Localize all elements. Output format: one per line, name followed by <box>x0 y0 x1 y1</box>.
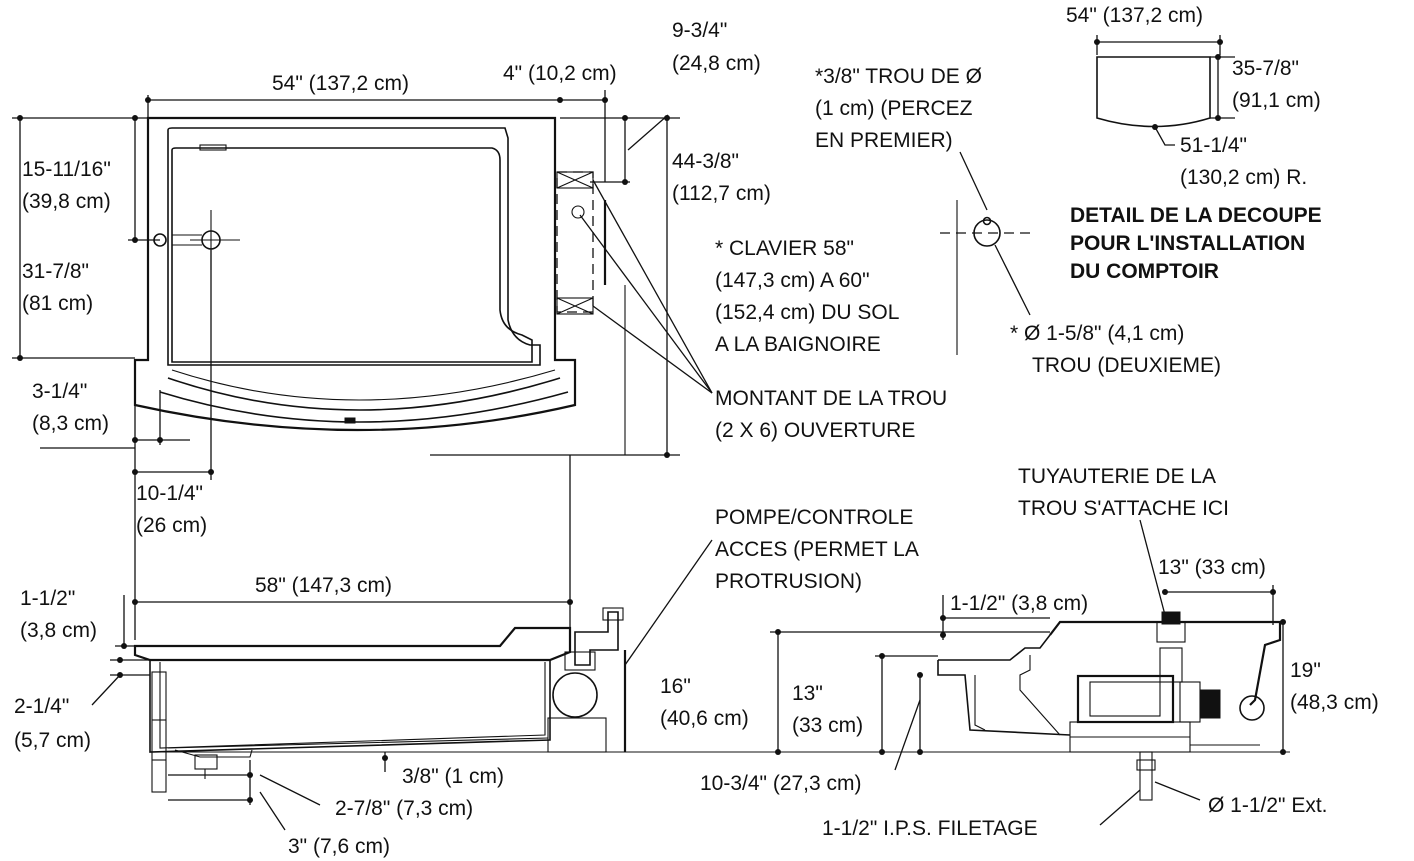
keypad-line4: A LA BAIGNOIRE <box>715 333 881 356</box>
pump-pipe <box>574 611 619 666</box>
tub-front-curve-1 <box>167 377 561 411</box>
keypad-line2: (147,3 cm) A 60" <box>715 269 870 292</box>
hole2-leader <box>994 244 1031 316</box>
h13-cm: (33 cm) <box>792 714 863 737</box>
pump-port <box>571 205 585 219</box>
cutout-radius-cm: (130,2 cm) R. <box>1180 166 1307 189</box>
plan-view <box>133 116 626 455</box>
side-pump-motor <box>1076 674 1175 724</box>
stud-depth-in: 9-3/4" <box>672 19 727 42</box>
stud-leader-1 <box>592 179 713 394</box>
stud-x-bot-2 <box>556 297 594 315</box>
detail-title-3: DU COMPTOIR <box>1070 260 1219 283</box>
drain-pipe-below <box>1139 751 1153 801</box>
cutout-outline <box>1096 56 1211 128</box>
ext-dia-label: Ø 1-1/2" Ext. <box>1208 794 1328 817</box>
foot-2-label: 3" (7,6 cm) <box>288 835 390 858</box>
side-ledge-label: 1-1/2" (3,8 cm) <box>950 592 1088 615</box>
tub-front-curve-3 <box>171 369 556 401</box>
h13-in: 13" <box>792 682 823 705</box>
cutout-depth-cm: (91,1 cm) <box>1232 89 1321 112</box>
hole2-line2: TROU (DEUXIEME) <box>1032 354 1221 377</box>
tub-outer-rim <box>133 116 577 432</box>
left-lower-cm: (81 cm) <box>22 292 93 315</box>
keypad-line3: (152,4 cm) DU SOL <box>715 301 899 324</box>
pump-base <box>547 717 607 753</box>
side-jet-fitting <box>1199 689 1221 719</box>
plan-dimensions: 54" (137,2 cm) 4" (10,2 cm) 9-3/4" (24,8… <box>12 19 771 640</box>
plumb-line1: TUYAUTERIE DE LA <box>1018 465 1216 488</box>
h16-in: 16" <box>660 675 691 698</box>
pump-motor <box>552 672 598 718</box>
apron-in: 2-1/4" <box>14 695 69 718</box>
hole1-leader <box>959 151 988 211</box>
left-upper-cm: (39,8 cm) <box>22 190 111 213</box>
overall-depth-in: 44-3/8" <box>672 150 739 173</box>
keypad-line1: * CLAVIER 58" <box>715 237 854 260</box>
stud-line2: (2 X 6) OUVERTURE <box>715 419 915 442</box>
pump-line3: PROTRUSION) <box>715 570 862 593</box>
overflow-marker <box>344 417 356 424</box>
drain-trap <box>194 754 218 770</box>
side-tub-body <box>937 660 1071 736</box>
rim-in: 3-1/4" <box>32 380 87 403</box>
tub-front-curve-2 <box>159 391 569 423</box>
hole2-line1: * Ø 1-5/8" (4,1 cm) <box>1010 322 1184 345</box>
side-tub-rim <box>1049 620 1282 706</box>
cutout-detail: 54" (137,2 cm) 35-7/8" (91,1 cm) 51-1/4"… <box>1066 4 1322 283</box>
h19-in: 19" <box>1290 659 1321 682</box>
drain-cm: (26 cm) <box>136 514 207 537</box>
tub-basin <box>167 127 541 366</box>
left-lower-in: 31-7/8" <box>22 260 89 283</box>
plumb-line2: TROU S'ATTACHE ICI <box>1018 497 1229 520</box>
cutout-width-label: 54" (137,2 cm) <box>1066 4 1203 27</box>
ledge-cm: (3,8 cm) <box>20 619 97 642</box>
foot-1-label: 2-7/8" (7,3 cm) <box>335 797 473 820</box>
ips-label: 1-1/2" I.P.S. FILETAGE <box>822 817 1038 840</box>
hole1-line3: EN PREMIER) <box>815 129 953 152</box>
drain-height-label: 3/8" (1 cm) <box>402 765 504 788</box>
pump-line2: ACCES (PERMET LA <box>715 538 919 561</box>
cutout-depth-in: 35-7/8" <box>1232 57 1299 80</box>
tub-basin-floor <box>171 147 533 363</box>
drain-in: 10-1/4" <box>136 482 203 505</box>
apron-cm: (5,7 cm) <box>14 729 91 752</box>
overall-depth-cm: (112,7 cm) <box>672 182 771 205</box>
h19-cm: (48,3 cm) <box>1290 691 1379 714</box>
top-width-label: 54" (137,2 cm) <box>272 72 409 95</box>
pump-offset-label: 4" (10,2 cm) <box>503 62 617 85</box>
jet-marker <box>199 144 227 151</box>
pump-access-outline <box>556 171 594 313</box>
h1034-label: 10-3/4" (27,3 cm) <box>700 772 862 795</box>
hole1-line1: *3/8" TROU DE Ø <box>815 65 982 88</box>
stud-depth-cm: (24,8 cm) <box>672 52 761 75</box>
tub-front-body <box>149 660 551 753</box>
stud-depth-leader <box>627 114 669 151</box>
stud-line1: MONTANT DE LA TROU <box>715 387 947 410</box>
hole1-line2: (1 cm) (PERCEZ <box>815 97 973 120</box>
stud-leader-2 <box>592 305 713 394</box>
keypad-hole-small <box>982 216 992 226</box>
cutout-radius-in: 51-1/4" <box>1180 134 1247 157</box>
ledge-in: 1-1/2" <box>20 587 75 610</box>
stud-leader-3 <box>579 214 713 394</box>
tub-front-rim <box>133 626 572 662</box>
side-tub-step <box>938 634 1051 661</box>
h16-cm: (40,6 cm) <box>660 707 749 730</box>
stud-x-top-2 <box>556 171 594 189</box>
pump-line1: POMPE/CONTROLE <box>715 506 913 529</box>
side-pump-riser <box>1159 647 1183 683</box>
side-elevation: TUYAUTERIE DE LA TROU S'ATTACHE ICI 13" … <box>660 465 1379 840</box>
detail-title-1: DETAIL DE LA DECOUPE <box>1070 204 1322 227</box>
support-leg <box>151 671 167 793</box>
hole-detail: *3/8" TROU DE Ø (1 cm) (PERCEZ EN PREMIE… <box>579 65 1221 442</box>
detail-title-2: POUR L'INSTALLATION <box>1070 232 1305 255</box>
bottom-width-label: 58" (147,3 cm) <box>255 574 392 597</box>
side-13-label: 13" (33 cm) <box>1158 556 1266 579</box>
rim-cm: (8,3 cm) <box>32 412 109 435</box>
front-elevation: 58" (147,3 cm) POMPE/CONTROLE ACCES (PER… <box>14 455 1290 858</box>
left-upper-in: 15-11/16" <box>22 158 111 181</box>
